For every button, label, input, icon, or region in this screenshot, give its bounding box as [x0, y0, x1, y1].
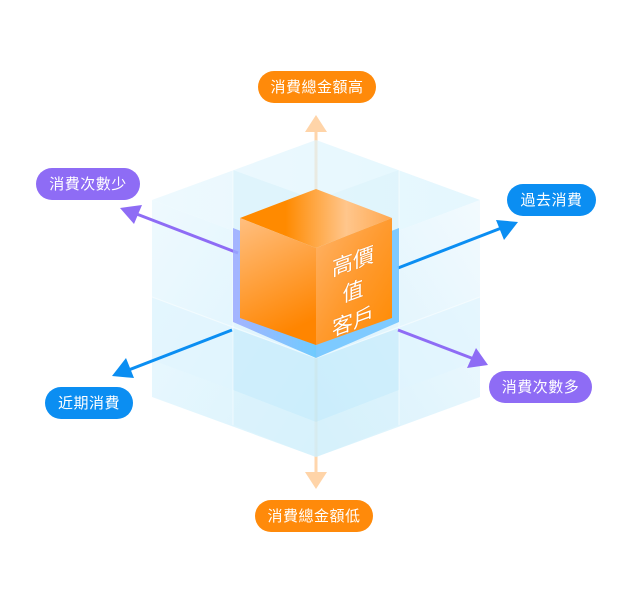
arrow-head-icon [112, 358, 134, 378]
label-total-spend-low[interactable]: 消費總金額低 [255, 500, 373, 532]
cube-right-face [316, 218, 392, 345]
glass-inner-tile [316, 390, 399, 457]
recency-recent-line [125, 328, 233, 373]
arrow-head-icon [496, 220, 518, 240]
arrow-head-icon [120, 205, 142, 224]
cube-top-face [240, 189, 392, 248]
frequency-axis [120, 205, 488, 368]
glass-inner-tile [316, 328, 399, 422]
label-recency-past[interactable]: 過去消費 [507, 184, 596, 216]
arrow-head-icon [467, 348, 488, 368]
arrow-up-icon [305, 115, 327, 132]
recency-axis [112, 220, 518, 378]
arrow-down-icon [305, 472, 327, 489]
frequency-high-line [397, 328, 475, 361]
label-total-spend-high[interactable]: 消費總金額高 [258, 71, 376, 103]
cube-left-face [240, 218, 316, 345]
recency-past-line [397, 225, 505, 270]
label-frequency-low[interactable]: 消費次數少 [36, 168, 140, 200]
glass-inner-tile [233, 328, 316, 422]
label-recency-recent[interactable]: 近期消費 [45, 387, 133, 419]
glass-inner-tile [233, 390, 316, 457]
high-value-customer-cube [240, 189, 392, 345]
glass-inner-tile [399, 297, 480, 390]
frequency-low-line [133, 211, 239, 255]
label-frequency-high[interactable]: 消費次數多 [489, 371, 592, 403]
glass-inner-tile [152, 297, 233, 390]
